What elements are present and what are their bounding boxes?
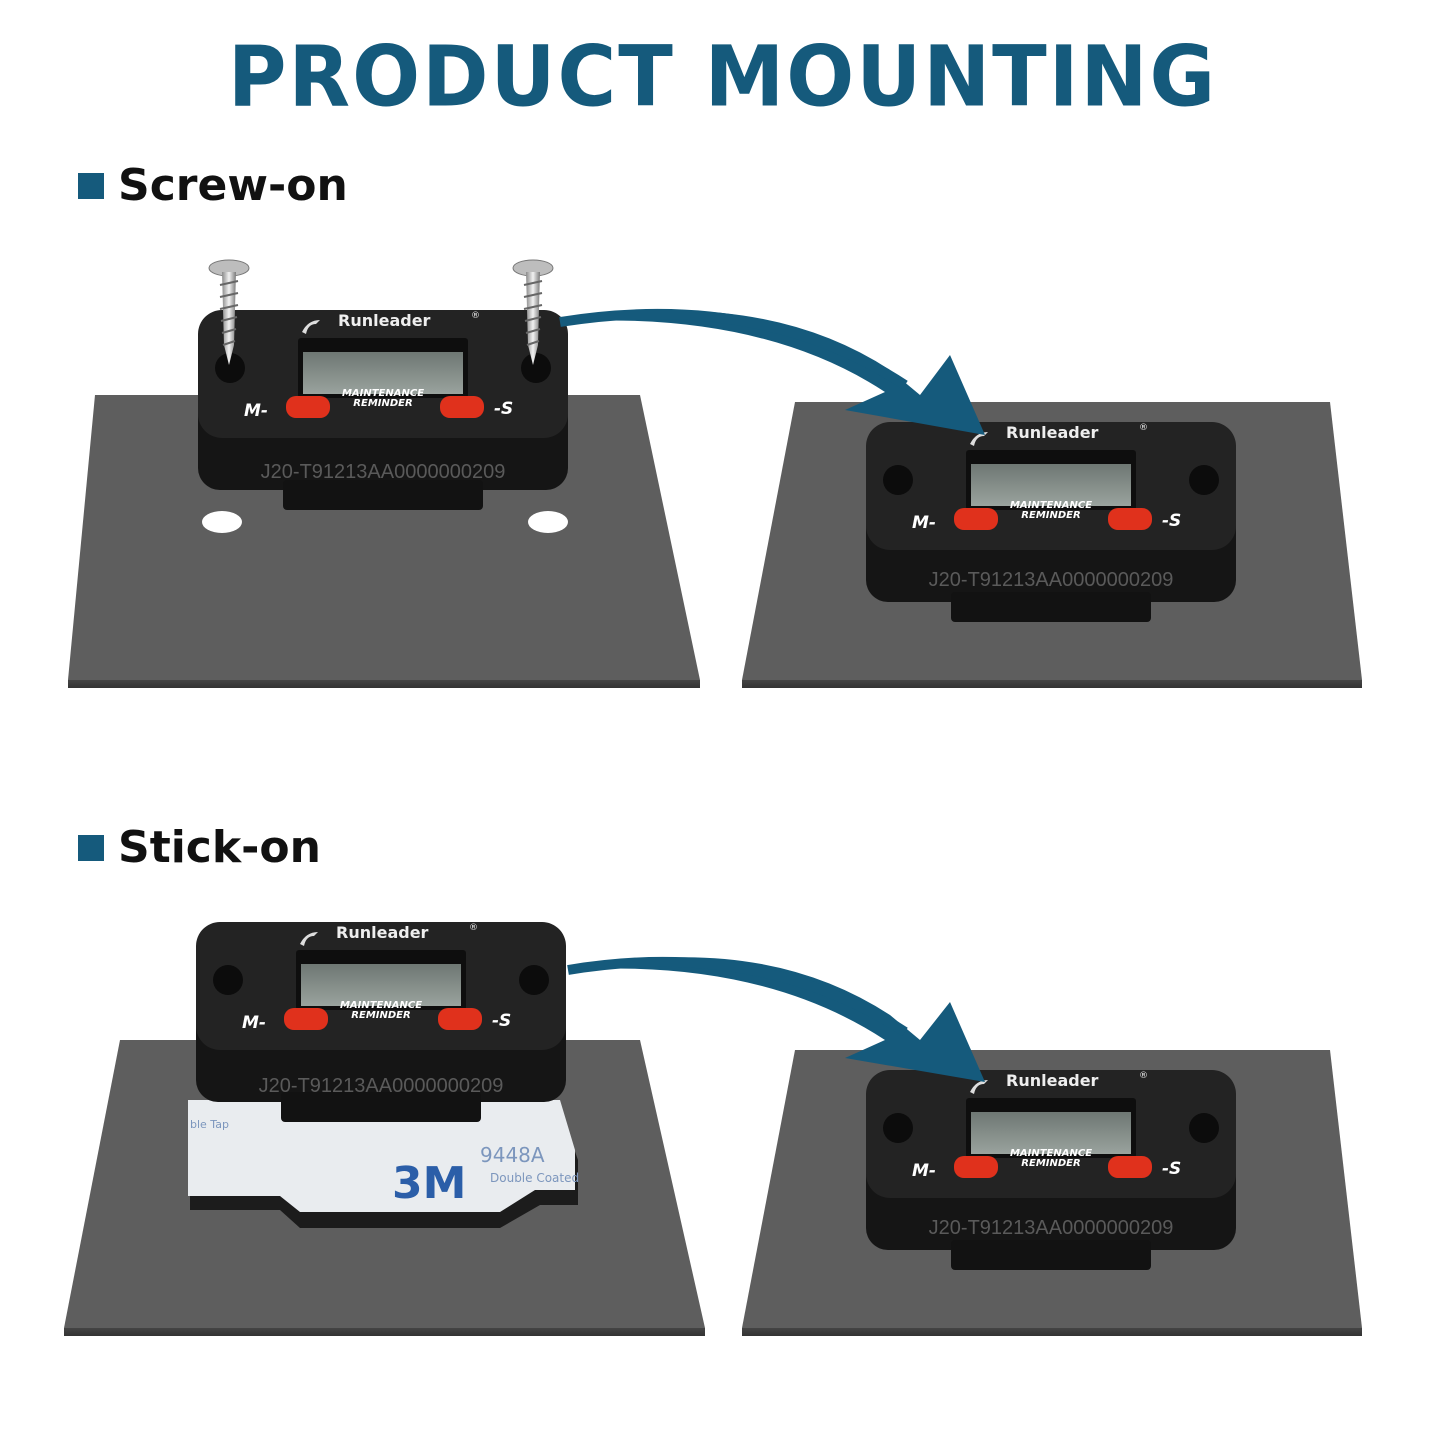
section-label-text: Stick-on xyxy=(118,822,321,873)
tape-partial-text: ble Tap xyxy=(190,1118,229,1131)
curved-arrow-icon xyxy=(559,308,985,435)
device-brand: Runleader xyxy=(338,311,431,330)
device-brand: Runleader xyxy=(1006,423,1099,442)
hour-meter-device-top-left: Runleader ® MAINTENANCE REMINDER M- -S J… xyxy=(198,310,568,510)
device-line2: REMINDER xyxy=(1021,1158,1080,1169)
device-line2: REMINDER xyxy=(353,398,412,409)
screw-icon xyxy=(512,259,554,365)
serial-number: J20-T91213AA0000000209 xyxy=(261,461,506,483)
registered-mark: ® xyxy=(471,311,480,321)
device-line1: MAINTENANCE xyxy=(1010,500,1092,511)
m-button-label: M- xyxy=(244,401,268,421)
serial-number: J20-T91213AA0000000209 xyxy=(929,1217,1174,1239)
s-button-label: -S xyxy=(492,1011,511,1031)
m-button-label: M- xyxy=(242,1013,266,1033)
device-line1: MAINTENANCE xyxy=(340,1000,422,1011)
tape-note: Double Coated xyxy=(490,1171,579,1185)
hour-meter-device-top-right: Runleader ® MAINTENANCE REMINDER M- -S J… xyxy=(866,422,1236,622)
serial-number: J20-T91213AA0000000209 xyxy=(259,1075,504,1097)
hour-meter-device-bottom-left: Runleader ® MAINTENANCE REMINDER M- -S J… xyxy=(196,922,566,1122)
tape-model: 9448A xyxy=(480,1143,545,1167)
plate-hole-icon xyxy=(528,511,568,533)
s-button-label: -S xyxy=(1162,511,1181,531)
device-line1: MAINTENANCE xyxy=(1010,1148,1092,1159)
page-title: PRODUCT MOUNTING xyxy=(227,27,1218,126)
section-label-screw-on: Screw-on xyxy=(78,160,348,211)
tape-liner xyxy=(188,1100,575,1212)
section-label-stick-on: Stick-on xyxy=(78,822,321,873)
section-label-text: Screw-on xyxy=(118,160,348,211)
registered-mark: ® xyxy=(1139,1071,1148,1081)
m-button-label: M- xyxy=(912,1161,936,1181)
registered-mark: ® xyxy=(469,923,478,933)
bullet-square-icon xyxy=(78,172,104,199)
device-brand: Runleader xyxy=(336,923,429,942)
curved-arrow-icon xyxy=(567,956,985,1082)
device-brand: Runleader xyxy=(1006,1071,1099,1090)
tape-brand: 3M xyxy=(392,1158,466,1209)
bullet-square-icon xyxy=(78,834,104,861)
plate-hole-icon xyxy=(202,511,242,533)
serial-number: J20-T91213AA0000000209 xyxy=(929,569,1174,591)
device-line1: MAINTENANCE xyxy=(342,388,424,399)
device-line2: REMINDER xyxy=(1021,510,1080,521)
registered-mark: ® xyxy=(1139,423,1148,433)
m-button-label: M- xyxy=(912,513,936,533)
adhesive-tape: 3M 9448A Double Coated ble Tap xyxy=(188,1100,579,1228)
hour-meter-device-bottom-right: Runleader ® MAINTENANCE REMINDER M- -S J… xyxy=(866,1070,1236,1270)
screw-icon xyxy=(208,259,250,365)
s-button-label: -S xyxy=(1162,1159,1181,1179)
device-line2: REMINDER xyxy=(351,1010,410,1021)
s-button-label: -S xyxy=(494,399,513,419)
